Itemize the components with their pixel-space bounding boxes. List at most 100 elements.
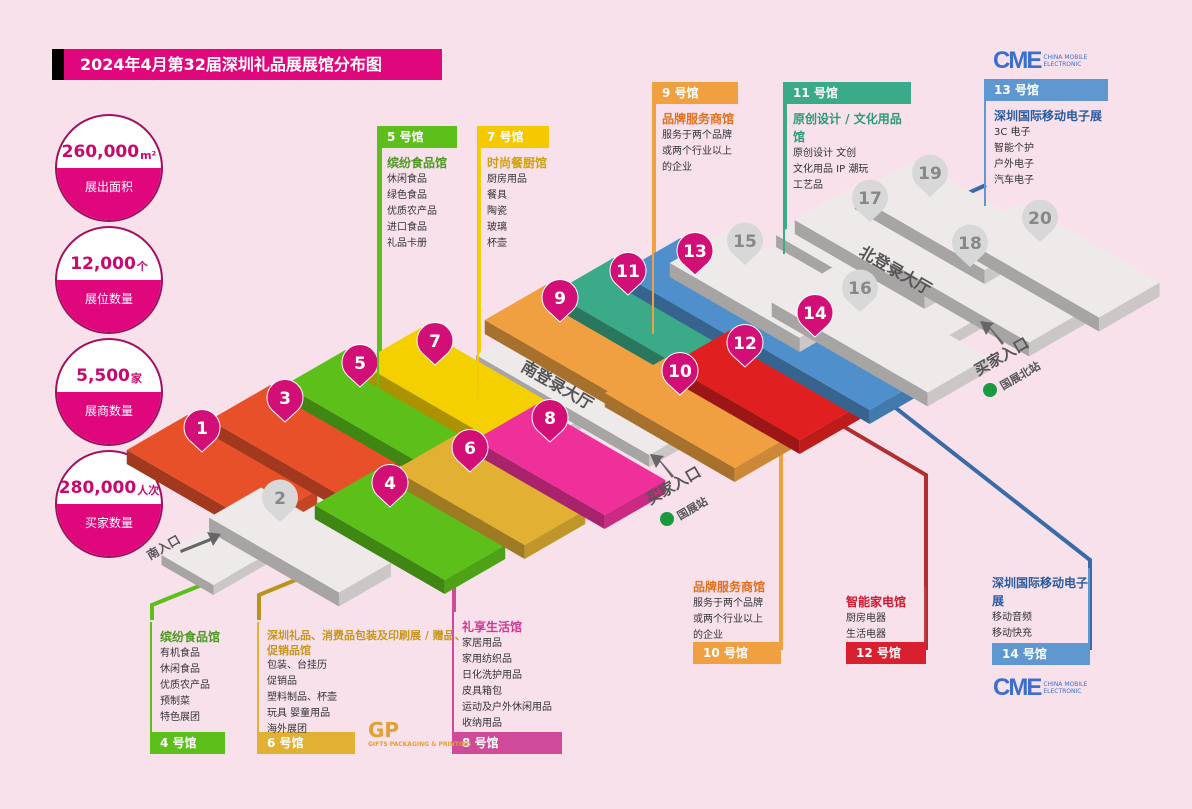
callout-hall-11: 11 号馆原创设计 / 文化用品馆原创设计 文创文化用品 IP 潮玩工艺品 (783, 82, 911, 254)
category-item: 塑料制品、杯壶 (267, 692, 337, 703)
category-item: 运动及户外休闲用品 (462, 702, 552, 713)
logo-subtext: GIFTS PACKAGING & PRINTING (368, 741, 472, 748)
hall-number-label: 9 (554, 289, 566, 309)
category-title: 原创设计 / 文化用品馆 (793, 112, 902, 144)
category-item: 服务于两个品牌 (662, 130, 732, 141)
category-title: 深圳国际移动电子展 (992, 576, 1089, 608)
hall-20-block (960, 202, 1160, 332)
hall-number-label: 14 (803, 304, 827, 324)
category-item: 优质农产品 (160, 680, 210, 691)
page-title: 2024年4月第32届深圳礼品展展馆分布图 (52, 49, 442, 80)
hall-label: 9 号馆 (652, 82, 738, 104)
category-title: 品牌服务商馆 (693, 580, 766, 594)
hall-12-block (669, 330, 861, 454)
stat-label: 展位数量 (57, 280, 161, 332)
category-item: 绿色食品 (387, 190, 427, 201)
stat-unit: 人次 (137, 484, 160, 497)
category-title: 深圳礼品、消费品包装及印刷展 / 赠品、促销品馆 (267, 629, 466, 657)
hall-10-block (604, 358, 796, 482)
category-item: 皮具箱包 (462, 686, 502, 697)
logo-subtext: CHINA MOBILE ELECTRONIC (1043, 681, 1088, 695)
hall-4-block (314, 470, 506, 594)
hall-label: 10 号馆 (693, 642, 781, 664)
hall-number-label: 6 (464, 439, 476, 459)
logo-text: GP (368, 718, 400, 742)
category-item: 服务于两个品牌 (693, 598, 763, 609)
map-pin-icon (262, 479, 298, 522)
map-pin-icon (266, 379, 304, 423)
hall-number-label: 3 (279, 389, 291, 409)
category-item: 生活电器 (846, 629, 886, 640)
map-pin-icon (796, 294, 834, 338)
map-pin-icon (676, 232, 714, 276)
hall-number-label: 5 (354, 354, 366, 374)
category-item: 文化用品 IP 潮玩 (793, 164, 869, 175)
hall-number-label: 20 (1028, 209, 1052, 229)
hall-number-label: 17 (858, 189, 882, 209)
hall-6-block (394, 435, 586, 559)
logo-text: CME (993, 674, 1042, 701)
map-pin-icon (541, 279, 579, 323)
leader-line (858, 378, 1092, 650)
stat-unit: 家 (130, 372, 142, 385)
category-item: 移动快充 (992, 628, 1032, 639)
category-item: 厨房用品 (487, 174, 527, 185)
hall-number-label: 16 (848, 279, 872, 299)
hall-number-label: 8 (544, 409, 556, 429)
arrow-icon (980, 321, 1004, 345)
category-title: 礼享生活馆 (462, 620, 523, 634)
hall-number-label: 19 (918, 164, 942, 184)
category-item: 3C 电子 (994, 127, 1031, 138)
callout-hall-6: 深圳礼品、消费品包装及印刷展 / 赠品、促销品馆包装、台挂历促销品塑料制品、杯壶… (257, 622, 466, 754)
category-item: 陶瓷 (487, 206, 507, 217)
category-title: 缤纷食品馆 (387, 156, 448, 170)
category-title: 智能家电馆 (846, 595, 907, 609)
hall-label: 5 号馆 (377, 126, 457, 148)
hall-label: 4 号馆 (150, 732, 225, 754)
stat-unit: 个 (136, 260, 148, 273)
category-item: 原创设计 文创 (793, 148, 857, 159)
stat-unit: m² (140, 149, 157, 162)
hall-label: 6 号馆 (257, 732, 355, 754)
category-item: 或两个行业以上 (693, 614, 763, 625)
hall-number-label: 10 (668, 362, 692, 382)
category-item: 的企业 (693, 630, 723, 641)
map-pin-icon (451, 429, 489, 473)
map-pin-icon (911, 154, 948, 197)
map-pin-icon (1022, 199, 1058, 242)
category-item: 餐具 (487, 190, 507, 201)
station-label: 国展站 (675, 494, 711, 523)
hall-number-label: 18 (958, 234, 982, 254)
category-item: 预制菜 (160, 696, 190, 707)
hall-2-block (209, 487, 391, 607)
hall-number-label: 1 (196, 419, 208, 439)
category-item: 海外展团 (267, 724, 307, 735)
map-pin-icon (183, 409, 221, 453)
category-item: 有机食品 (160, 648, 200, 659)
map-pin-icon (609, 252, 647, 296)
category-item: 日化洗护用品 (462, 670, 522, 681)
category-item: 包装、台挂历 (267, 660, 327, 671)
callout-hall-7: 7 号馆时尚餐厨馆厨房用品餐具陶瓷玻璃杯壶 (477, 126, 549, 398)
map-pin-icon (416, 322, 454, 366)
category-item: 移动音频 (992, 612, 1032, 623)
category-item: 玻璃 (487, 222, 507, 233)
hall-number-label: 12 (733, 334, 757, 354)
stat-value: 5,500 (76, 366, 130, 386)
category-item: 智能个护 (994, 143, 1034, 154)
category-item: 特色展团 (160, 712, 200, 723)
hall-number-label: 7 (429, 332, 441, 352)
hall-number-label: 13 (683, 242, 707, 262)
category-item: 家用纺织品 (462, 654, 512, 665)
map-pin-icon (852, 179, 888, 222)
